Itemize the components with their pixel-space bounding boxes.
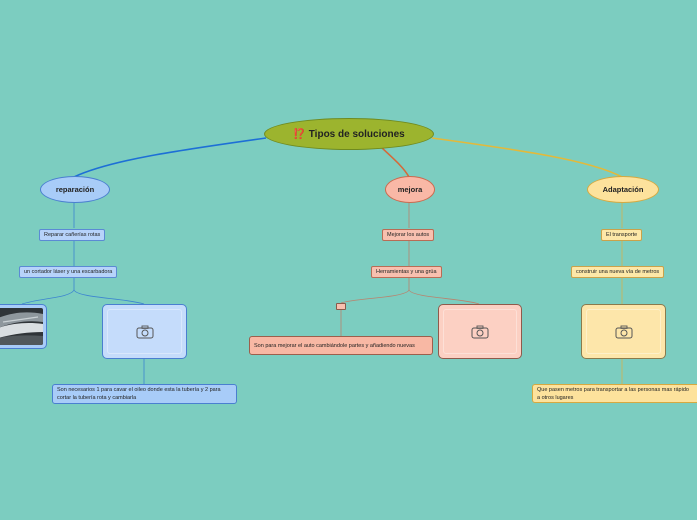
- image-placeholder-reparacion[interactable]: [102, 304, 187, 359]
- description-text: Que pasen metros para transportar a las …: [537, 386, 689, 401]
- subtopic-label: un cortador láser y una escarbadora: [24, 269, 113, 275]
- pipe-photo[interactable]: [0, 304, 47, 349]
- topic-adaptacion[interactable]: Adaptación: [587, 176, 659, 203]
- subtopic-nueva-via[interactable]: construir una nueva vía de metros: [571, 266, 665, 278]
- link-root-reparacion: [73, 137, 267, 178]
- link-root-mejora: [381, 147, 410, 178]
- central-topic[interactable]: ⁉️ Tipos de soluciones: [264, 118, 434, 150]
- camera-icon: [471, 325, 489, 338]
- topic-reparacion[interactable]: reparación: [40, 176, 110, 203]
- subtopic-herramientas-grua[interactable]: Herramientas y una grúa: [371, 266, 442, 278]
- subtopic-label: El transporte: [606, 232, 638, 238]
- topic-adaptacion-label: Adaptación: [602, 185, 644, 194]
- subtopic-label: Mejorar los autos: [387, 232, 430, 238]
- central-topic-label: Tipos de soluciones: [308, 128, 405, 140]
- camera-icon: [615, 325, 632, 338]
- interrobang-icon: ⁉️: [293, 128, 306, 140]
- subtopic-reparar-canerias[interactable]: Reparar cañerías rotas: [39, 229, 106, 241]
- image-placeholder-adaptacion[interactable]: [581, 304, 666, 359]
- image-placeholder-mejora[interactable]: [438, 304, 522, 359]
- description-reparacion[interactable]: Son necesarios 1 para cavar el oileo don…: [52, 384, 237, 404]
- link-reparacion-photos: [21, 289, 145, 305]
- subtopic-label: construir una nueva vía de metros: [576, 269, 660, 275]
- description-text: Son necesarios 1 para cavar el oileo don…: [57, 387, 221, 401]
- subtopic-cortador-laser[interactable]: un cortador láser y una escarbadora: [19, 266, 118, 278]
- link-root-adaptacion: [431, 137, 623, 178]
- topic-reparacion-label: reparación: [55, 185, 95, 194]
- subtopic-mejorar-autos[interactable]: Mejorar los autos: [382, 229, 435, 241]
- description-adaptacion[interactable]: Que pasen metros para transportar a las …: [532, 384, 697, 403]
- pipe-image: [0, 308, 43, 345]
- description-mejora[interactable]: Son para mejorar el auto cambiándole par…: [249, 336, 433, 355]
- empty-subtopic-mejora[interactable]: [336, 303, 346, 310]
- subtopic-label: Herramientas y una grúa: [376, 269, 437, 275]
- description-text: Son para mejorar el auto cambiándole par…: [254, 342, 415, 349]
- topic-mejora-label: mejora: [397, 185, 423, 194]
- topic-mejora[interactable]: mejora: [385, 176, 435, 203]
- camera-icon: [136, 325, 153, 338]
- subtopic-transporte[interactable]: El transporte: [601, 229, 643, 241]
- link-mejora-photos: [340, 289, 480, 305]
- subtopic-label: Reparar cañerías rotas: [44, 232, 101, 238]
